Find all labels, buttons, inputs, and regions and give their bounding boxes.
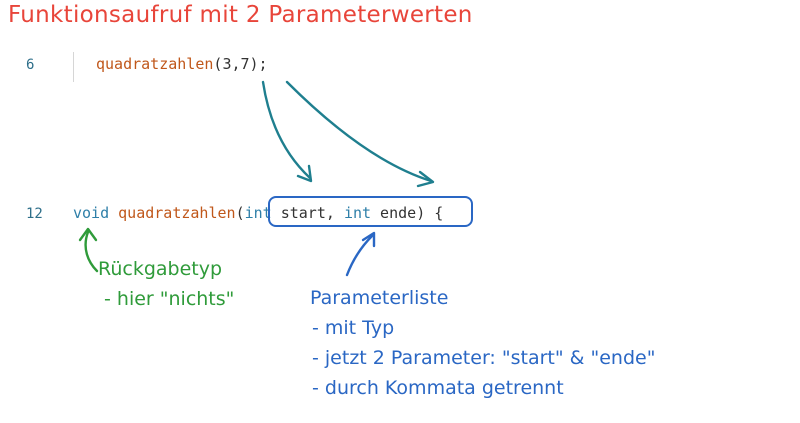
return-type-void: void	[73, 204, 110, 222]
param-list-item-type: - mit Typ	[312, 317, 395, 339]
arrow-head-start-icon	[296, 164, 313, 183]
call-open-paren: (	[213, 55, 223, 73]
param-separator: ,	[325, 204, 344, 222]
call-code-line: quadratzahlen(3,7);	[96, 55, 268, 73]
parameter-list-box	[268, 196, 473, 227]
diagram-title: Funktionsaufruf mit 2 Parameterwerten	[8, 2, 473, 28]
arrow-head-params-icon	[361, 231, 376, 248]
param-list-heading: Parameterliste	[310, 287, 449, 309]
return-type-label: Rückgabetyp	[98, 258, 223, 280]
param-list-item-count: - jetzt 2 Parameter: "start" & "ende"	[312, 347, 656, 369]
param2-type: int	[343, 204, 372, 222]
call-function-name: quadratzahlen	[96, 55, 214, 73]
arrow-arg1-to-start	[261, 80, 312, 180]
line-number-call: 6	[26, 57, 35, 73]
param1-name: start	[271, 204, 326, 222]
def-open-paren: (	[235, 204, 245, 222]
return-type-note: - hier "nichts"	[104, 288, 235, 310]
call-arg-3: 3	[222, 55, 232, 73]
arrow-head-ende-icon	[416, 170, 435, 188]
param-list-item-comma: - durch Kommata getrennt	[312, 377, 564, 399]
code-gutter-divider	[73, 52, 74, 82]
param1-type: int	[244, 204, 272, 222]
call-comma: ,	[231, 55, 241, 73]
call-arg-7: 7	[240, 55, 250, 73]
def-function-name: quadratzahlen	[118, 204, 236, 222]
arrow-to-return-type	[84, 230, 99, 273]
def-close: ) {	[416, 204, 444, 222]
line-number-def: 12	[26, 206, 43, 222]
param2-name: ende	[371, 204, 417, 222]
arrow-head-void-icon	[78, 227, 98, 242]
call-close: );	[249, 55, 268, 73]
arrow-arg2-to-ende	[285, 80, 433, 183]
def-code-line: void quadratzahlen(int start, int ende) …	[73, 204, 443, 222]
arrow-to-parameter-list	[345, 234, 374, 277]
